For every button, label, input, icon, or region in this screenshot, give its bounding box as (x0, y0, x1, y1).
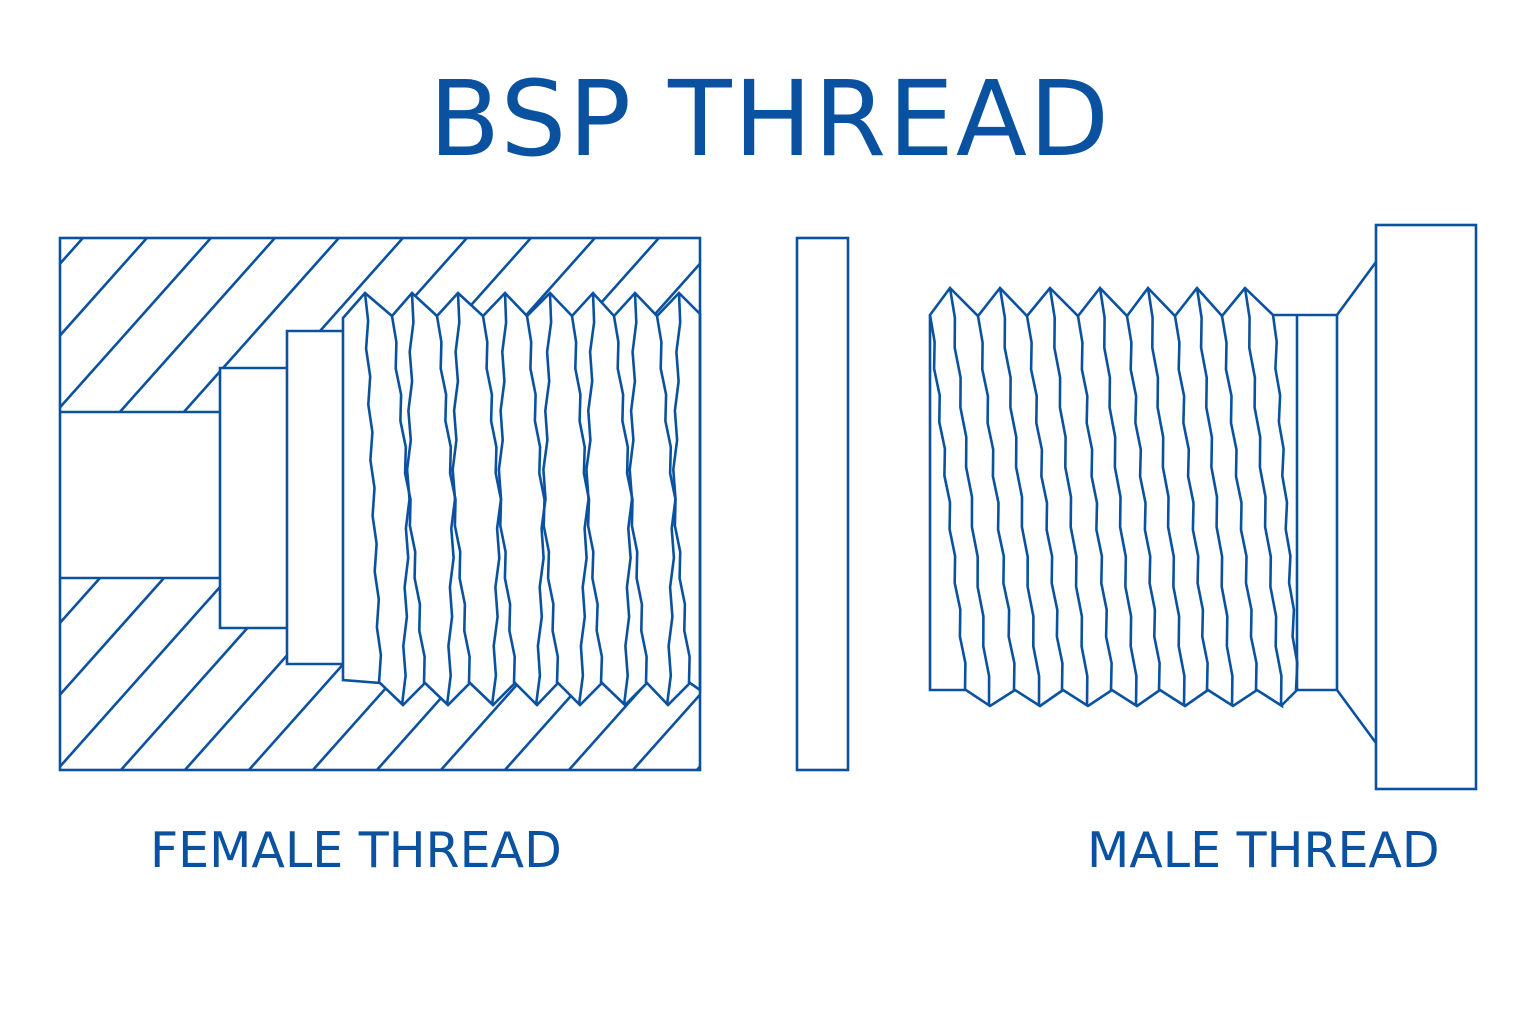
female-thread-lines (363, 292, 691, 706)
thread-root-line (525, 315, 560, 684)
thread-root-line (1271, 314, 1299, 691)
thread-root-line (1173, 315, 1209, 691)
section-hatching (60, 238, 700, 770)
thread-crest-line (948, 287, 991, 707)
male-thread-label: MALE THREAD (1087, 822, 1440, 879)
thread-crest-line (400, 292, 415, 706)
female-thread-label: FEMALE THREAD (150, 822, 562, 879)
thread-crest-line (622, 292, 638, 706)
male-hex-head (1374, 223, 1478, 791)
thread-root-line (1220, 315, 1258, 691)
thread-crest-line (1098, 287, 1138, 707)
thread-root-line (1025, 315, 1064, 691)
thread-crest-line (665, 292, 682, 706)
female-cavity-outline (60, 291, 702, 707)
male-chamfer (1335, 261, 1378, 744)
thread-root-line (481, 315, 517, 684)
hatch-line (60, 238, 91, 770)
thread-root-line (1076, 315, 1113, 691)
thread-crest-line (1243, 287, 1283, 707)
thread-root-line (612, 315, 648, 684)
thread-crest-line (490, 292, 508, 706)
thread-root-line (570, 315, 604, 684)
female-thread-fitting (58, 236, 702, 772)
thread-crest-line (577, 292, 596, 706)
thread-crest-line (1146, 287, 1186, 707)
gasket-washer (795, 236, 850, 772)
hatch-line (60, 238, 283, 770)
thread-root-line (435, 315, 471, 684)
male-thread-lines (928, 287, 1299, 707)
thread-root-line (1125, 315, 1161, 691)
thread-root-line (976, 315, 1016, 691)
thread-root-line (928, 314, 967, 691)
male-thread-fitting (928, 223, 1478, 791)
thread-root-line (655, 315, 691, 684)
hatch-line (303, 238, 700, 770)
hatch-line (60, 238, 539, 770)
thread-crest-line (1195, 287, 1234, 707)
thread-crest-line (1048, 287, 1089, 707)
hatch-line (60, 238, 219, 770)
thread-crest-line (998, 287, 1041, 707)
female-body-outline (58, 236, 702, 772)
thread-crest-line (363, 292, 383, 684)
hatch-line (60, 238, 155, 770)
thread-crest-line (445, 292, 461, 706)
thread-crest-line (534, 292, 553, 706)
hatch-line (60, 238, 347, 770)
diagram-title: BSP THREAD (428, 58, 1112, 180)
